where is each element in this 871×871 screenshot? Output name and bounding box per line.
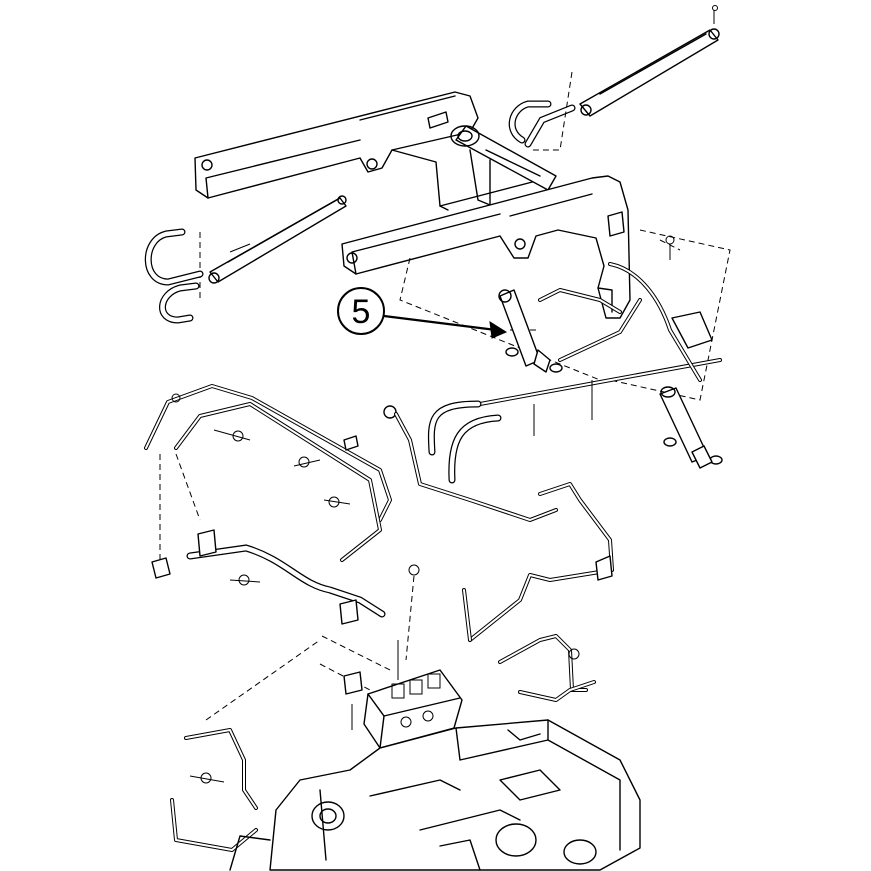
right-upper-cylinder	[579, 5, 720, 117]
right-lower-cylinder	[659, 386, 723, 469]
cross-tube	[450, 125, 557, 206]
upper-hoses	[508, 71, 576, 151]
center-right-tubes	[394, 412, 614, 661]
left-hydraulic-tubes	[144, 384, 392, 562]
lower-left-hose	[151, 529, 386, 625]
callout-5: 5	[337, 287, 508, 339]
middle-pipes	[478, 235, 722, 436]
right-middle-tube	[498, 634, 596, 702]
center-cylinder-detail	[498, 289, 563, 373]
left-lift-cylinder	[199, 195, 347, 300]
lower-left-tube	[170, 639, 321, 852]
right-lift-arm	[341, 175, 631, 319]
leader-lines	[399, 229, 731, 401]
large-hoses-center	[383, 400, 502, 484]
callout-5-label: 5	[352, 293, 371, 331]
left-u-hoses	[144, 228, 204, 324]
chassis-frame	[229, 719, 641, 871]
